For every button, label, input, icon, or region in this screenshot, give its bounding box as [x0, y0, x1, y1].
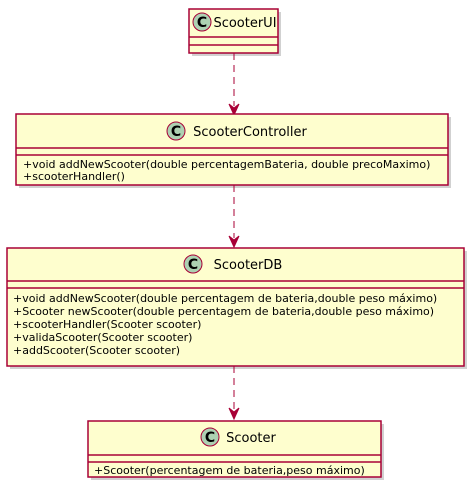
dependency-arrow-db-scooter — [228, 366, 240, 421]
class-badge-letter: C — [171, 124, 181, 140]
method-text: +Scooter(percentagem de bateria,peso máx… — [94, 464, 365, 477]
class-badge-icon — [200, 427, 220, 447]
method-text: +addScooter(Scooter scooter) — [13, 344, 180, 357]
method-text: +scooterHandler(Scooter scooter) — [13, 318, 201, 331]
class-badge-icon — [192, 12, 212, 32]
class-box-scooterdb: C ScooterDB +void addNewScooter(double p… — [6, 247, 467, 369]
class-box-scooterui: C ScooterUI — [188, 8, 281, 56]
method-text: +scooterHandler() — [23, 170, 125, 183]
dependency-arrow-ui-controller — [228, 53, 240, 117]
class-box-scootercontroller: C ScooterController +void addNewScooter(… — [15, 113, 451, 188]
method-text: +validaScooter(Scooter scooter) — [13, 331, 192, 344]
class-badge-icon — [183, 254, 203, 274]
class-name: ScooterDB — [214, 258, 283, 273]
class-badge-letter: C — [197, 15, 207, 31]
class-badge-letter: C — [205, 430, 215, 446]
dependency-arrow-controller-db — [228, 185, 240, 249]
method-text: +void addNewScooter(double percentagem d… — [13, 292, 437, 305]
class-name: ScooterController — [193, 125, 307, 140]
class-badge-letter: C — [188, 257, 198, 273]
class-badge-icon — [166, 121, 186, 141]
method-text: +Scooter newScooter(double percentagem d… — [13, 305, 434, 318]
class-name: Scooter — [226, 431, 276, 446]
class-box-scooter: C Scooter +Scooter(percentagem de bateri… — [87, 420, 384, 480]
method-text: +void addNewScooter(double percentagemBa… — [23, 158, 430, 171]
class-name: ScooterUI — [213, 16, 276, 31]
